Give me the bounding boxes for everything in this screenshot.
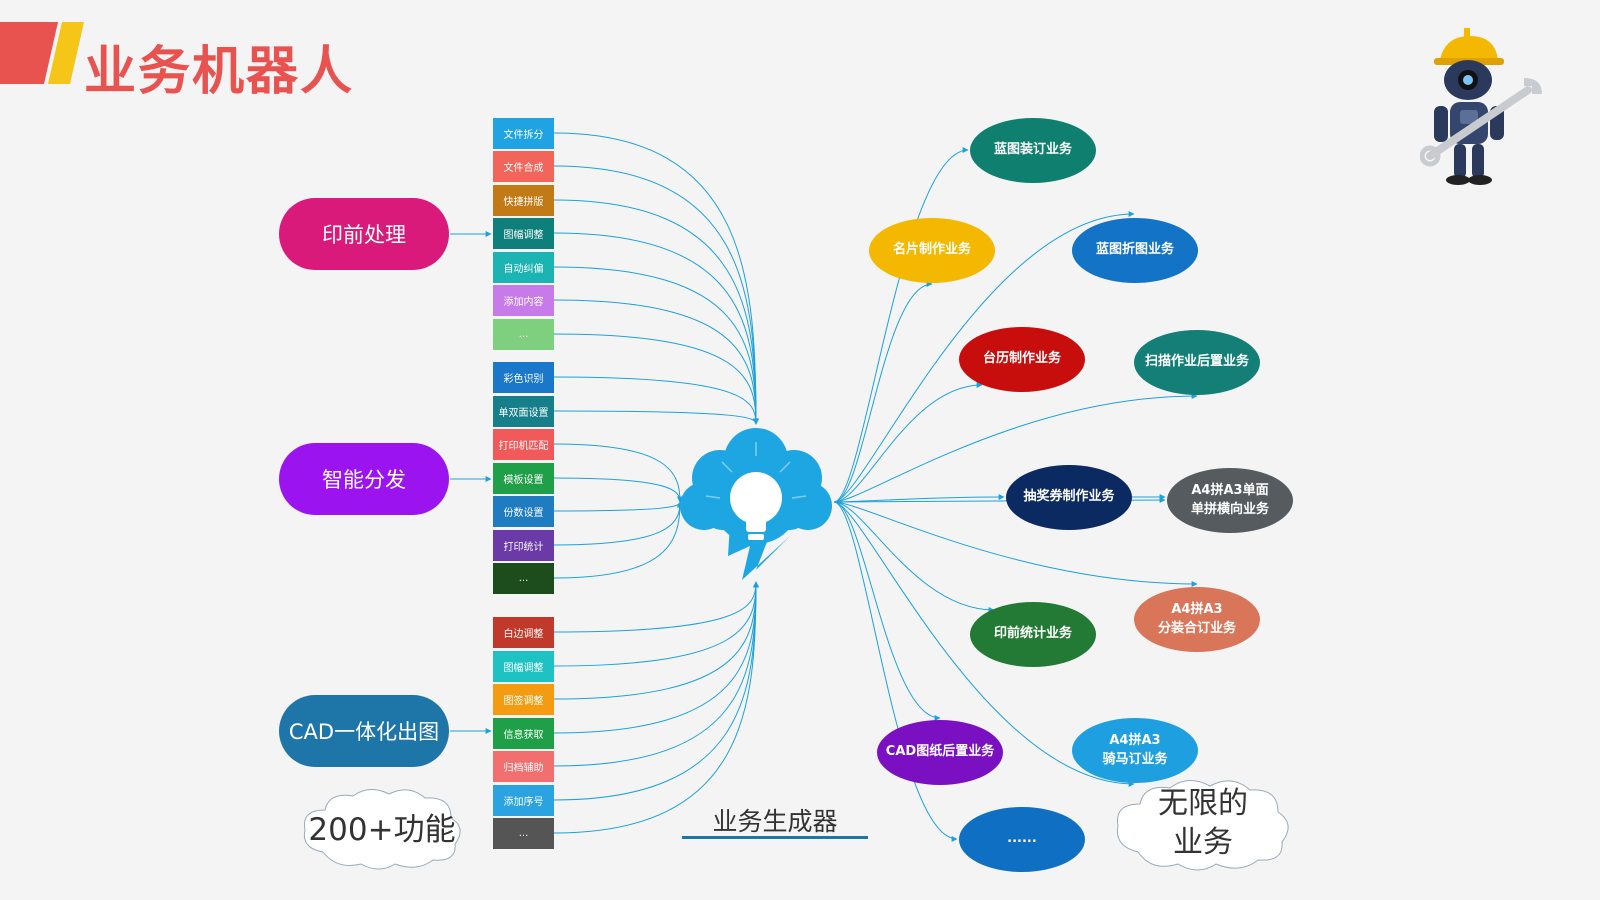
category-prepress: 印前处理 [279,198,449,270]
right-cloud-icon [1116,780,1289,871]
function-box: 文件合成 [493,151,554,182]
category-label: 智能分发 [322,468,406,492]
connector-line [553,581,759,767]
business-oval: 蓝图折图业务 [1072,218,1198,283]
category-cad: CAD一体化出图 [279,695,449,767]
connector-line [833,393,1198,503]
connector-line [833,211,1135,503]
connector-line [833,501,1135,787]
connector-line [553,199,759,425]
business-oval: 蓝图装订业务 [970,118,1096,183]
business-oval: 印前统计业务 [970,602,1096,667]
connector-line [833,382,983,503]
connector-line [833,501,958,842]
business-oval: 扫描作业后置业务 [1134,330,1260,395]
connector-line [553,333,759,425]
business-oval: 名片制作业务 [869,218,995,283]
connector-line [833,501,941,721]
category-distribution: 智能分发 [279,443,449,515]
function-box: 添加内容 [493,285,554,316]
generator-label: 业务生成器 [712,807,838,836]
business-oval: 台历制作业务 [959,327,1085,392]
function-box: 打印统计 [493,530,554,561]
connector-line [553,581,759,667]
function-box: 打印机匹配 [493,429,554,460]
connector-line [553,477,683,503]
function-box: 彩色识别 [493,362,554,393]
function-box: 单双面设置 [493,396,554,427]
lightbulb-cloud-icon [680,428,832,580]
function-box: ... [493,563,554,594]
connector-line [553,501,683,512]
robot-mascot-icon [1420,28,1542,185]
function-box: 白边调整 [493,617,554,648]
generator-underline [682,836,868,839]
business-oval: ...... [959,807,1085,872]
connector-line [553,299,759,425]
business-oval: A4拼A3 分装合订业务 [1134,587,1260,652]
category-label: CAD一体化出图 [288,720,440,744]
connector-line [553,501,683,579]
connector-line [833,147,969,503]
function-box: 信息获取 [493,718,554,749]
business-oval: CAD图纸后置业务 [877,720,1003,785]
left-cloud-icon [303,789,461,870]
function-box: ... [493,818,554,849]
connector-line [553,232,759,425]
function-box: 文件拆分 [493,118,554,149]
connector-line [553,376,759,425]
function-box: 图幅调整 [493,651,554,682]
right-cloud-label: 无限的 业务 [1158,786,1248,860]
function-box: 添加序号 [493,785,554,816]
connector-line [833,281,933,503]
page-title: 业务机器人 [84,42,355,102]
function-box: 模板设置 [493,463,554,494]
business-oval: A4拼A3 骑马订业务 [1072,718,1198,783]
connector-line [553,266,759,425]
connector-line [553,581,759,633]
connector-line [553,410,759,425]
function-box: 图幅调整 [493,218,554,249]
connector-line [833,501,995,613]
title-banner-icon [0,22,84,84]
left-cloud-label: 200+功能 [308,812,456,848]
function-box: 自动纠偏 [493,252,554,283]
connector-line [553,581,759,834]
function-box: 份数设置 [493,496,554,527]
function-box: ... [493,319,554,350]
connector-line [833,501,1198,587]
connector-line [553,165,759,425]
function-box: 归档辅助 [493,751,554,782]
business-oval: A4拼A3单面 单拼横向业务 [1167,468,1293,533]
function-box: 快捷拼版 [493,185,554,216]
connector-line [553,443,683,503]
category-label: 印前处理 [322,223,406,247]
business-oval: 抽奖券制作业务 [1006,465,1132,530]
function-box: 图签调整 [493,684,554,715]
